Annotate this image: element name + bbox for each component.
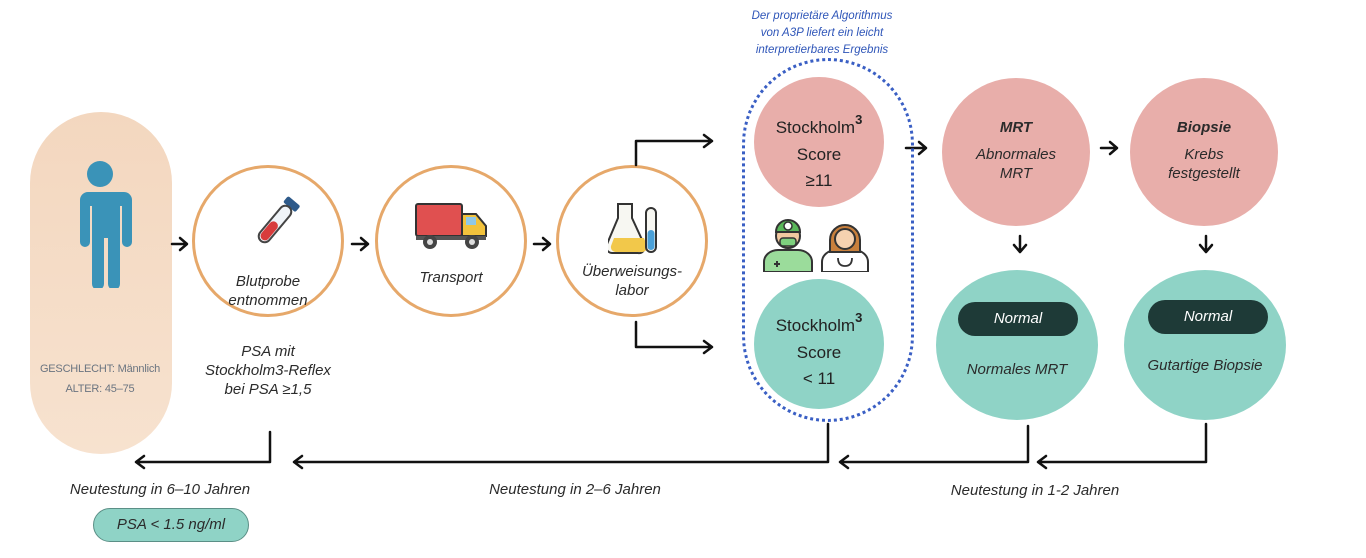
score-high-text: Stockholm3 Score ≥11 <box>754 112 884 194</box>
psa-reflex-note: PSA mit Stockholm3-Reflex bei PSA ≥1,5 <box>190 342 346 399</box>
doctor-icon <box>763 219 813 272</box>
retest-middle-label: Neutestung in 2–6 Jahren <box>489 481 661 498</box>
normal-biopsy-circle <box>1124 270 1286 420</box>
blood-sample-circle <box>192 165 344 317</box>
algorithm-note-line1: Der proprietäre Algorithmus <box>751 10 893 22</box>
algorithm-note-line3: interpretierbares Ergebnis <box>755 44 889 56</box>
score-low-line2: Score <box>796 343 842 362</box>
mrt-line1: Abnormales <box>975 146 1057 163</box>
psa-threshold-pill: PSA < 1.5 ng/ml <box>93 508 249 542</box>
score-low-sup: 3 <box>855 310 863 325</box>
mrt-line2: MRT <box>999 165 1033 182</box>
algorithm-note-line2: von A3P liefert ein leicht <box>760 27 884 39</box>
gender-text: GESCHLECHT: Männlich <box>39 363 161 375</box>
patient-info: GESCHLECHT: Männlich ALTER: 45–75 <box>24 359 176 399</box>
score-high-circle <box>754 77 884 207</box>
normal-mrt-label: Normales MRT <box>966 361 1068 378</box>
person-icon <box>76 161 132 288</box>
biopsy-line1: Krebs <box>1184 146 1224 163</box>
score-group-outline <box>742 58 914 422</box>
mrt-title: MRT <box>999 119 1033 136</box>
transport-label: Transport <box>419 269 483 286</box>
age-text: ALTER: 45–75 <box>65 383 135 395</box>
psa-note-line2: Stockholm3-Reflex <box>205 362 331 379</box>
biopsy-title: Biopsie <box>1176 119 1232 136</box>
mrt-circle <box>942 78 1090 226</box>
retest-left-label: Neutestung in 6–10 Jahren <box>69 481 251 498</box>
lab-label: Überweisungs- labor <box>556 262 708 300</box>
truck-icon <box>415 203 487 249</box>
normal-mrt-circle <box>936 270 1098 420</box>
biopsy-line2: festgestellt <box>1168 165 1240 182</box>
normal-biopsy-label: Gutartige Biopsie <box>1147 357 1263 374</box>
lab-flask-icon <box>608 203 657 255</box>
score-low-circle <box>754 279 884 409</box>
retest-right-label: Neutestung in 1-2 Jahren <box>950 482 1120 499</box>
nurse-icon <box>821 224 869 272</box>
algorithm-note: Der proprietäre Algorithmus von A3P lief… <box>722 8 922 59</box>
blood-sample-line2: entnommen <box>228 292 308 309</box>
blood-sample-label: Blutprobe entnommen <box>192 272 344 310</box>
biopsy-circle <box>1130 78 1278 226</box>
blood-sample-line1: Blutprobe <box>235 273 301 290</box>
score-high-line2: Score <box>796 145 842 164</box>
normal-mrt-badge: Normal <box>958 302 1078 336</box>
score-high-title: Stockholm <box>775 118 856 137</box>
lab-line1: Überweisungs- <box>581 263 683 280</box>
mrt-text: MRT Abnormales MRT <box>942 118 1090 183</box>
score-low-title: Stockholm <box>775 316 856 335</box>
score-high-line3: ≥11 <box>805 171 833 190</box>
transport-circle <box>375 165 527 317</box>
normal-biopsy-badge: Normal <box>1148 300 1268 334</box>
psa-note-line3: bei PSA ≥1,5 <box>224 381 312 398</box>
test-tube-icon <box>257 196 300 244</box>
biopsy-text: Biopsie Krebs festgestellt <box>1130 118 1278 183</box>
lab-line2: labor <box>615 282 649 299</box>
score-high-sup: 3 <box>855 112 863 127</box>
score-low-text: Stockholm3 Score < 11 <box>754 310 884 392</box>
score-low-line3: < 11 <box>802 369 836 388</box>
psa-note-line1: PSA mit <box>241 343 295 360</box>
